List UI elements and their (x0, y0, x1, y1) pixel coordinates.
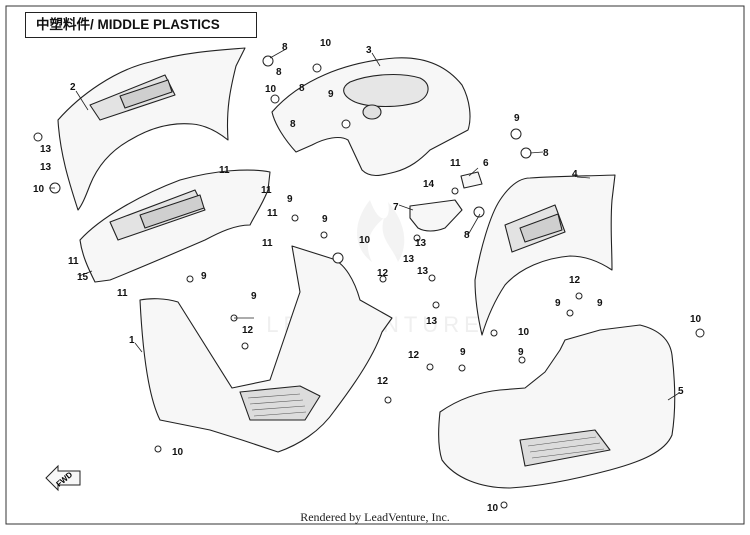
part-4-right-front-fender (474, 174, 616, 336)
callout-12e: 12 (569, 275, 581, 286)
callout-11e: 11 (68, 256, 79, 267)
callout-9e: 9 (201, 271, 207, 282)
callout-10c: 10 (33, 184, 45, 195)
callout-6: 6 (483, 158, 489, 169)
leader-lines (49, 48, 680, 401)
callout-12a: 12 (377, 268, 389, 279)
callout-10e: 10 (518, 327, 530, 338)
callout-10f: 10 (690, 314, 702, 325)
callout-14: 14 (423, 179, 435, 190)
callout-8c: 8 (299, 83, 305, 94)
fasteners (33, 55, 705, 509)
callout-7: 7 (393, 202, 399, 213)
callout-8a: 8 (282, 42, 288, 53)
callout-9j: 9 (597, 298, 603, 309)
callout-13f: 13 (426, 316, 438, 327)
callout-8e: 8 (543, 148, 549, 159)
callout-9a: 9 (328, 89, 334, 100)
callout-10a: 10 (320, 38, 332, 49)
callout-2: 2 (70, 82, 76, 93)
part-1-left-footwell (139, 245, 393, 453)
callout-11c: 11 (267, 208, 278, 219)
footrest-hatch (247, 393, 605, 459)
callout-15: 15 (77, 272, 89, 283)
callout-12b: 12 (242, 325, 254, 336)
callout-11b: 11 (261, 185, 272, 196)
callout-10b: 10 (265, 84, 277, 95)
callout-1: 1 (129, 335, 135, 346)
diagram-border (5, 5, 745, 525)
callout-13b: 13 (40, 162, 52, 173)
callout-11g: 11 (450, 158, 461, 169)
callout-9h: 9 (518, 347, 524, 358)
callout-10h: 10 (487, 503, 499, 514)
callout-9d: 9 (322, 214, 328, 225)
callout-9c: 9 (287, 194, 293, 205)
callout-9b: 9 (514, 113, 520, 124)
callout-8f: 8 (464, 230, 470, 241)
part-7-bracket (409, 199, 463, 232)
callout-9f: 9 (251, 291, 257, 302)
callout-8b: 8 (276, 67, 282, 78)
callout-11a: 11 (219, 165, 230, 176)
callout-9g: 9 (460, 347, 466, 358)
callout-13a: 13 (40, 144, 52, 155)
page-title: 中塑料件/ MIDDLE PLASTICS (25, 12, 257, 38)
callout-11f: 11 (117, 288, 128, 299)
callout-9i: 9 (555, 298, 561, 309)
callout-5: 5 (678, 386, 684, 397)
callout-13e: 13 (417, 266, 429, 277)
callout-12d: 12 (377, 376, 389, 387)
part-6-small-cap (460, 171, 483, 189)
callout-11d: 11 (262, 238, 273, 249)
callout-10g: 10 (172, 447, 184, 458)
callout-3: 3 (366, 45, 372, 56)
callout-12c: 12 (408, 350, 420, 361)
callout-13c: 13 (415, 238, 427, 249)
part-15-left-side-panel (79, 169, 271, 283)
part-2-left-front-fender (57, 47, 246, 211)
callout-4: 4 (572, 169, 578, 180)
callout-8d: 8 (290, 119, 296, 130)
part-5-right-footwell (438, 324, 676, 489)
footer-credit: Rendered by LeadVenture, Inc. (300, 510, 450, 524)
callout-13d: 13 (403, 254, 415, 265)
callout-10d: 10 (359, 235, 371, 246)
fwd-arrow: FWD (45, 464, 81, 492)
callout-numbers: 2 3 4 5 1 6 7 15 8 8 8 8 8 8 10 10 10 10… (33, 38, 702, 514)
